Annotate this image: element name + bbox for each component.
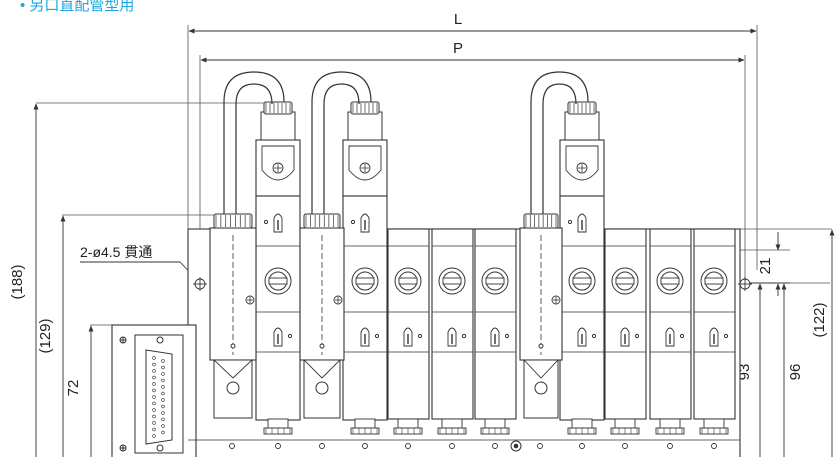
valve-regular bbox=[387, 228, 430, 420]
valve-stations bbox=[209, 101, 736, 421]
tube bbox=[311, 71, 372, 214]
hole-callout-leader bbox=[80, 261, 200, 283]
push-fitting bbox=[393, 418, 423, 449]
valve-tall bbox=[342, 101, 388, 421]
push-fitting bbox=[263, 418, 293, 449]
valve-tall bbox=[559, 101, 605, 421]
fitting-body bbox=[519, 213, 563, 419]
tube bbox=[223, 71, 285, 214]
fitting-body bbox=[299, 213, 345, 419]
push-fitting bbox=[480, 418, 510, 449]
push-fitting bbox=[350, 418, 380, 449]
mount-holes bbox=[193, 277, 752, 291]
push-fitting bbox=[437, 418, 467, 449]
dimension-96-label: 96 bbox=[787, 364, 804, 381]
dimension-122-label: (122) bbox=[811, 302, 828, 337]
dimension-L-label: L bbox=[454, 11, 462, 28]
header-caption-text: • 另口直配管型用 bbox=[20, 0, 135, 14]
hole-callout-label: 2-ø4.5 貫通 bbox=[80, 244, 152, 260]
tube bbox=[530, 71, 589, 214]
header-caption: • 另口直配管型用 bbox=[0, 0, 839, 14]
tubes bbox=[223, 71, 589, 214]
valve-regular bbox=[649, 228, 692, 420]
push-fitting bbox=[655, 418, 685, 449]
push-fitting bbox=[699, 418, 729, 449]
dimension-P-label: P bbox=[453, 40, 463, 57]
dimension-188-label: (188) bbox=[9, 264, 26, 299]
bottom-fittings bbox=[229, 418, 729, 452]
dimension-21-label: 21 bbox=[757, 258, 774, 275]
fitting-body bbox=[209, 213, 257, 419]
valve-regular bbox=[604, 228, 647, 420]
valve-regular bbox=[693, 228, 736, 420]
valve-regular bbox=[474, 228, 517, 420]
dimension-72-label: 72 bbox=[65, 380, 82, 397]
d-sub-connector bbox=[119, 334, 184, 454]
base-hole bbox=[319, 443, 325, 449]
push-fitting bbox=[610, 418, 640, 449]
valve-regular bbox=[431, 228, 474, 420]
valve-tall bbox=[255, 101, 301, 421]
base-hole bbox=[229, 443, 235, 449]
dimension-129-label: (129) bbox=[37, 318, 54, 353]
ground-screw bbox=[510, 440, 522, 452]
base-hole bbox=[537, 443, 543, 449]
push-fitting bbox=[567, 418, 597, 449]
